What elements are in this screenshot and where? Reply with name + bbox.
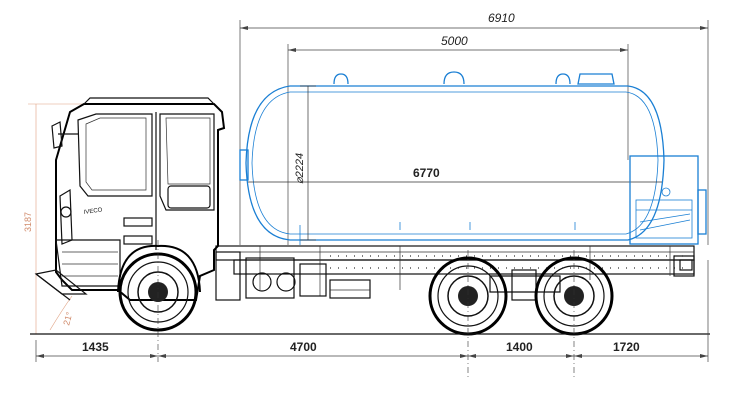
dimension-tank-span: 5000 (287, 34, 629, 245)
ground-and-axles (30, 240, 710, 378)
overall-length-label: 6910 (488, 11, 515, 25)
tank-diameter-label: ⌀2224 (294, 153, 306, 184)
height-label: 3187 (23, 212, 33, 232)
tank-length-label: 6770 (413, 166, 440, 180)
rear-wheel-1 (428, 256, 508, 336)
dimension-overall-length: 6910 (239, 11, 709, 245)
tank-span-label: 5000 (441, 34, 468, 48)
bottom-dimensions: 1435 4700 1400 1720 (35, 260, 709, 362)
tank: ⌀2224 6770 (239, 71, 707, 245)
front-overhang-label: 1435 (82, 340, 109, 354)
rear-overhang-label: 1720 (613, 340, 640, 354)
axle-spacing-label: 1400 (506, 340, 533, 354)
wheelbase-label: 4700 (290, 340, 317, 354)
cab-badge: IVECO (83, 207, 103, 216)
chassis-frame (215, 245, 695, 301)
rear-wheel-2 (534, 256, 614, 336)
front-wheel (117, 244, 201, 332)
angle-label: 21° (61, 310, 74, 326)
